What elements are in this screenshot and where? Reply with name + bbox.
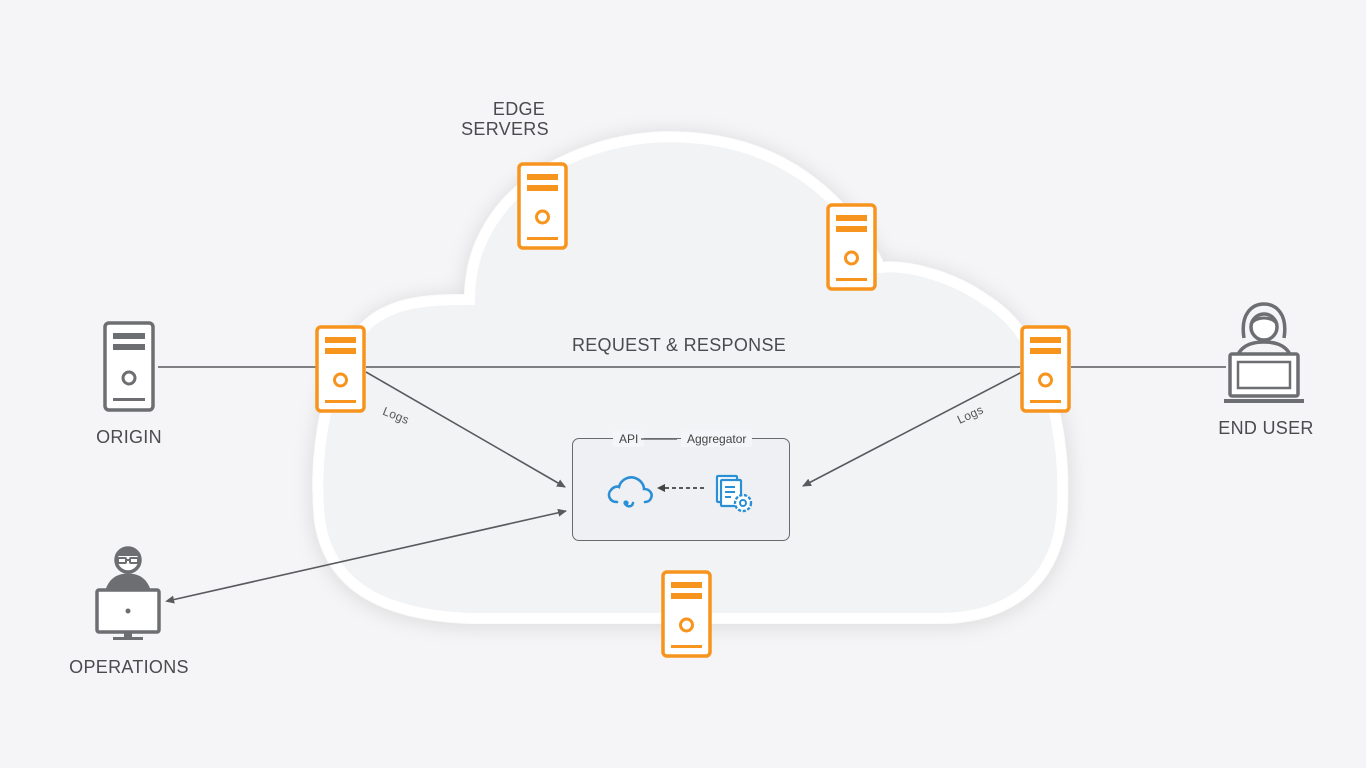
operations-monitor-icon (95, 546, 161, 640)
edge-server-icon (315, 325, 366, 413)
edge-server-icon (661, 570, 712, 658)
dashed-arrow (657, 484, 707, 492)
end-user-label: END USER (1218, 418, 1314, 438)
end-user-laptop-icon (1224, 302, 1304, 403)
operations-arrow (165, 508, 567, 604)
log-settings-icon (715, 474, 753, 513)
cloud-api-icon (607, 476, 653, 508)
edge-server-icon (517, 162, 568, 250)
request-response-label: REQUEST & RESPONSE (571, 335, 787, 355)
edge-servers-label-line1: EDGE (492, 99, 546, 119)
logs-arrow-right (802, 371, 1023, 487)
aggregator-name-label: Aggregator (681, 431, 753, 447)
aggregator-separator (641, 438, 677, 440)
edge-servers-label-line2: SERVERS (461, 119, 549, 139)
origin-server-icon (103, 321, 155, 412)
api-aggregator-box: API Aggregator (572, 431, 790, 541)
edge-server-icon (1020, 325, 1071, 413)
cloud-shape (312, 131, 1069, 624)
operations-label: OPERATIONS (69, 657, 189, 677)
logs-arrow-left (365, 371, 566, 488)
origin-label: ORIGIN (96, 427, 162, 447)
aggregator-api-label: API (613, 431, 645, 447)
edge-server-icon (826, 203, 877, 291)
